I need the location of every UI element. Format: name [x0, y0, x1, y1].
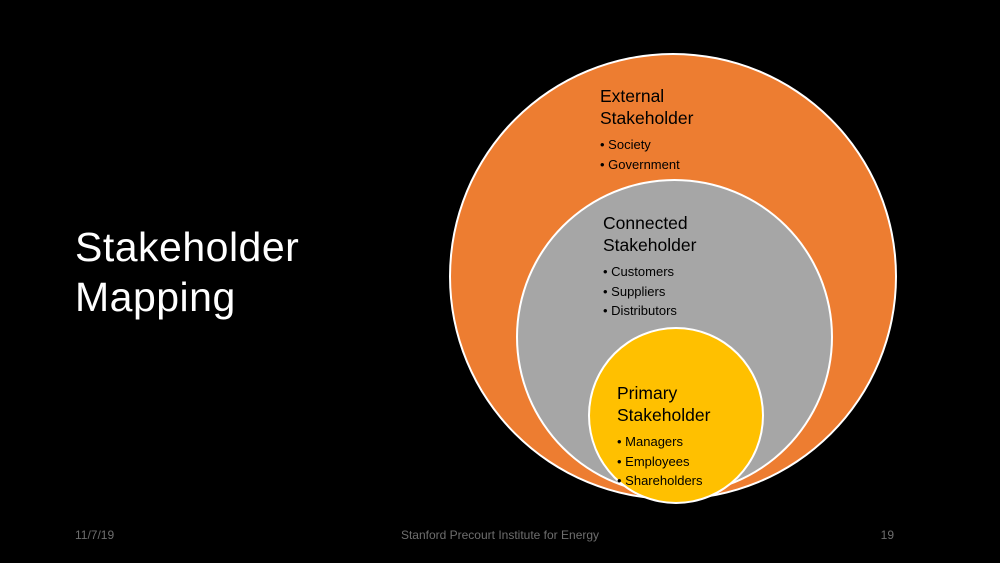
footer-date: 11/7/19: [75, 528, 115, 542]
connected-stakeholder-label: Connected Stakeholder: [603, 213, 697, 255]
list-item: Shareholders: [617, 471, 742, 491]
external-stakeholder-items: Society Government: [600, 135, 725, 174]
primary-stakeholder-group: Primary Stakeholder Managers Employees S…: [617, 382, 742, 491]
primary-stakeholder-items: Managers Employees Shareholders: [617, 432, 742, 491]
external-stakeholder-group: External Stakeholder Society Government: [600, 85, 725, 174]
list-item: Suppliers: [603, 282, 728, 302]
connected-stakeholder-items: Customers Suppliers Distributors: [603, 262, 728, 321]
slide-title: Stakeholder Mapping: [75, 224, 300, 320]
list-item: Employees: [617, 452, 742, 472]
footer-page-number: 19: [880, 528, 894, 542]
list-item: Customers: [603, 262, 728, 282]
primary-stakeholder-label: Primary Stakeholder: [617, 383, 711, 425]
list-item: Government: [600, 155, 725, 175]
footer-organization: Stanford Precourt Institute for Energy: [400, 528, 600, 542]
external-stakeholder-label: External Stakeholder: [600, 86, 694, 128]
connected-stakeholder-group: Connected Stakeholder Customers Supplier…: [603, 212, 728, 321]
list-item: Managers: [617, 432, 742, 452]
list-item: Society: [600, 135, 725, 155]
list-item: Distributors: [603, 301, 728, 321]
